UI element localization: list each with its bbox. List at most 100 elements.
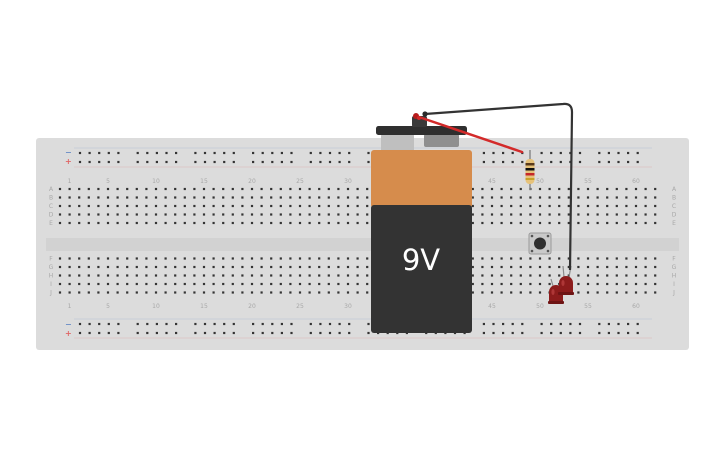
breadboard-hole[interactable]	[596, 213, 599, 216]
breadboard-hole[interactable]	[194, 331, 197, 335]
breadboard-hole[interactable]	[558, 265, 561, 269]
breadboard-hole[interactable]	[577, 291, 580, 294]
breadboard-hole[interactable]	[596, 221, 599, 225]
breadboard-hole[interactable]	[500, 196, 503, 199]
breadboard-hole[interactable]	[606, 265, 609, 269]
breadboard-hole[interactable]	[154, 265, 158, 269]
breadboard-hole[interactable]	[490, 282, 494, 286]
breadboard-hole[interactable]	[87, 282, 90, 286]
breadboard-hole[interactable]	[116, 265, 119, 269]
breadboard-hole[interactable]	[298, 213, 302, 216]
breadboard-hole[interactable]	[529, 257, 532, 260]
breadboard-hole[interactable]	[250, 282, 254, 286]
breadboard-hole[interactable]	[625, 213, 628, 216]
breadboard-hole[interactable]	[212, 274, 215, 277]
breadboard-hole[interactable]	[174, 221, 177, 225]
breadboard-hole[interactable]	[106, 221, 110, 225]
breadboard-hole[interactable]	[337, 274, 340, 277]
breadboard-hole[interactable]	[548, 187, 551, 191]
breadboard-hole[interactable]	[636, 151, 639, 155]
breadboard-hole[interactable]	[164, 265, 167, 269]
breadboard-hole[interactable]	[596, 196, 599, 199]
breadboard-hole[interactable]	[327, 204, 330, 208]
breadboard-hole[interactable]	[337, 291, 340, 294]
breadboard-hole[interactable]	[492, 331, 495, 335]
breadboard-hole[interactable]	[586, 187, 590, 191]
breadboard-hole[interactable]	[615, 291, 618, 294]
breadboard-hole[interactable]	[174, 204, 177, 208]
breadboard-hole[interactable]	[318, 204, 321, 208]
breadboard-hole[interactable]	[126, 221, 129, 225]
breadboard-hole[interactable]	[586, 196, 590, 199]
breadboard-hole[interactable]	[289, 282, 292, 286]
breadboard-hole[interactable]	[348, 160, 351, 164]
breadboard-hole[interactable]	[298, 265, 302, 269]
breadboard-hole[interactable]	[586, 213, 590, 216]
breadboard-hole[interactable]	[78, 322, 82, 326]
breadboard-hole[interactable]	[223, 331, 226, 335]
breadboard-hole[interactable]	[550, 331, 553, 335]
breadboard-hole[interactable]	[471, 187, 474, 191]
breadboard-hole[interactable]	[596, 274, 599, 277]
breadboard-hole[interactable]	[548, 257, 551, 260]
breadboard-hole[interactable]	[366, 265, 369, 269]
breadboard-hole[interactable]	[337, 187, 340, 191]
breadboard-hole[interactable]	[146, 151, 149, 155]
breadboard-hole[interactable]	[154, 204, 158, 208]
breadboard-hole[interactable]	[231, 196, 234, 199]
breadboard-hole[interactable]	[155, 322, 158, 326]
breadboard-hole[interactable]	[519, 221, 522, 225]
breadboard-hole[interactable]	[510, 204, 513, 208]
breadboard-hole[interactable]	[577, 196, 580, 199]
breadboard-hole[interactable]	[289, 257, 292, 260]
breadboard-hole[interactable]	[538, 221, 542, 225]
breadboard-hole[interactable]	[338, 160, 341, 164]
breadboard-hole[interactable]	[87, 257, 90, 260]
breadboard-hole[interactable]	[241, 265, 244, 269]
breadboard-hole[interactable]	[521, 322, 524, 326]
breadboard-hole[interactable]	[280, 331, 283, 335]
breadboard-hole[interactable]	[510, 196, 513, 199]
breadboard-hole[interactable]	[627, 322, 630, 326]
breadboard-hole[interactable]	[58, 187, 62, 191]
breadboard-hole[interactable]	[87, 204, 90, 208]
breadboard-hole[interactable]	[346, 187, 350, 191]
breadboard-hole[interactable]	[116, 204, 119, 208]
breadboard-hole[interactable]	[98, 151, 101, 155]
breadboard-hole[interactable]	[318, 265, 321, 269]
breadboard-hole[interactable]	[654, 187, 657, 191]
breadboard-hole[interactable]	[356, 291, 359, 294]
breadboard-hole[interactable]	[346, 274, 350, 277]
breadboard-hole[interactable]	[338, 151, 341, 155]
breadboard-hole[interactable]	[193, 257, 196, 260]
breadboard-hole[interactable]	[241, 221, 244, 225]
breadboard-hole[interactable]	[145, 204, 148, 208]
breadboard-hole[interactable]	[212, 282, 215, 286]
breadboard-hole[interactable]	[298, 274, 302, 277]
breadboard-hole[interactable]	[87, 291, 90, 294]
breadboard-hole[interactable]	[194, 322, 197, 326]
breadboard-hole[interactable]	[250, 291, 254, 294]
breadboard-hole[interactable]	[636, 160, 639, 164]
breadboard-hole[interactable]	[289, 274, 292, 277]
breadboard-hole[interactable]	[615, 265, 618, 269]
breadboard-hole[interactable]	[615, 196, 618, 199]
breadboard-hole[interactable]	[260, 196, 263, 199]
breadboard-hole[interactable]	[232, 151, 235, 155]
breadboard-hole[interactable]	[540, 160, 543, 164]
breadboard-hole[interactable]	[521, 331, 524, 335]
breadboard-hole[interactable]	[482, 151, 485, 155]
breadboard-hole[interactable]	[145, 274, 148, 277]
breadboard-hole[interactable]	[107, 160, 110, 164]
breadboard-hole[interactable]	[492, 151, 495, 155]
breadboard-hole[interactable]	[252, 160, 255, 164]
breadboard-hole[interactable]	[578, 331, 582, 335]
breadboard-hole[interactable]	[270, 213, 273, 216]
breadboard-hole[interactable]	[97, 196, 100, 199]
breadboard-hole[interactable]	[490, 204, 494, 208]
breadboard-hole[interactable]	[58, 282, 62, 286]
breadboard-hole[interactable]	[482, 331, 485, 335]
breadboard-hole[interactable]	[193, 282, 196, 286]
breadboard-hole[interactable]	[135, 291, 138, 294]
breadboard-hole[interactable]	[203, 151, 207, 155]
